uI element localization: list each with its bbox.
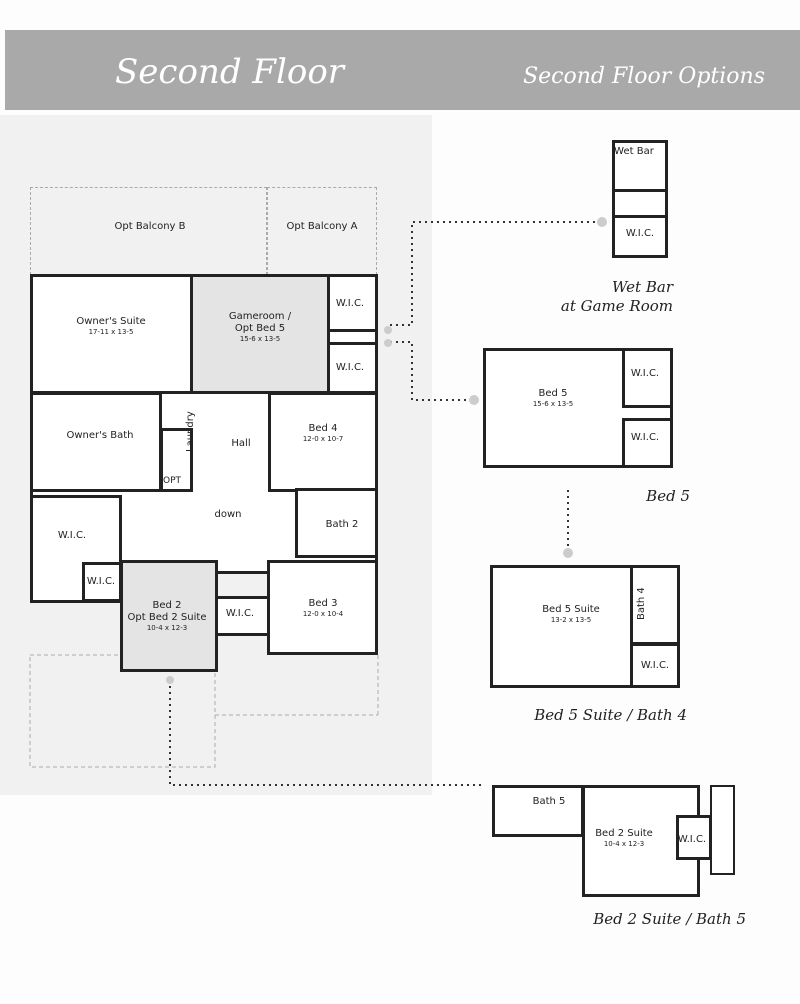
bath4: [630, 565, 680, 645]
connector-wet-bar: [390, 221, 600, 326]
bath2: [295, 488, 378, 558]
wet-bar: [612, 140, 668, 192]
laundry: [160, 428, 193, 492]
gameroom: [190, 274, 330, 394]
wet-bar-wic: [612, 215, 668, 258]
bath4-label: Bath 4: [636, 587, 647, 620]
wic-label: W.I.C.: [225, 608, 255, 619]
wic-label: W.I.C.: [335, 298, 365, 309]
bath2-label: Bath 2: [325, 519, 359, 530]
down-label: down: [214, 509, 242, 520]
wic-bed4: [327, 342, 378, 394]
wic-label: W.I.C.: [625, 228, 655, 239]
owners-bath: [30, 392, 162, 492]
bed5-wic: [622, 348, 673, 408]
bed3: [267, 560, 378, 655]
wic-label: W.I.C.: [677, 834, 707, 845]
bed2-suite-caption: Bed 2 Suite / Bath 5: [593, 910, 746, 928]
owners-bath-label: Owner's Bath: [66, 430, 134, 441]
laundry-label: Laundry: [185, 411, 196, 452]
connector-bed2-suite: [169, 680, 485, 786]
wic-label: W.I.C.: [630, 368, 660, 379]
wic-label: W.I.C.: [57, 530, 87, 541]
wic-label: W.I.C.: [86, 576, 116, 587]
wic-label: W.I.C.: [640, 660, 670, 671]
wic-gameroom: [327, 274, 378, 332]
bed5-suite-wic: [630, 643, 680, 688]
hall-stub: [710, 785, 735, 875]
wet-bar-label: Wet Bar: [614, 146, 654, 157]
header-band: Second Floor Second Floor Options: [5, 30, 800, 110]
bed5-wic-2: [622, 418, 673, 468]
opt-label: OPT: [162, 476, 182, 486]
wic-label: W.I.C.: [630, 432, 660, 443]
bed5-suite-caption: Bed 5 Suite / Bath 4: [534, 706, 687, 724]
hall-label: Hall: [231, 438, 251, 449]
bath5-label: Bath 5: [532, 796, 566, 807]
connector-bed5: [390, 341, 472, 401]
bed5-caption: Bed 5: [646, 487, 690, 505]
options-title: Second Floor Options: [523, 64, 765, 89]
page-title: Second Floor: [115, 52, 345, 92]
wic-label: W.I.C.: [335, 362, 365, 373]
bath5: [492, 785, 584, 837]
balcony-b-label: Opt Balcony B: [114, 221, 186, 232]
balcony-a-label: Opt Balcony A: [286, 221, 358, 232]
